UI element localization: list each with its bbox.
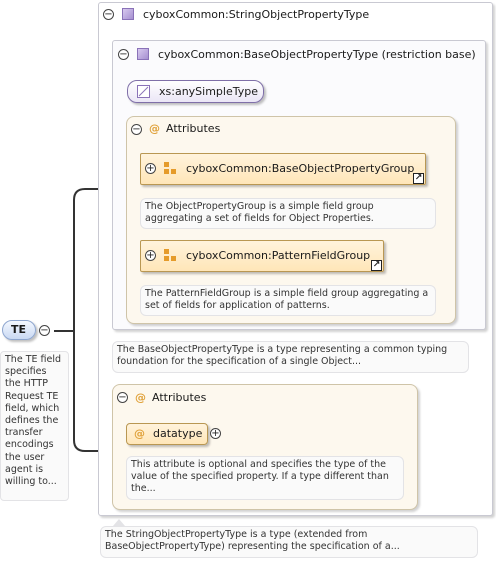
group-expand-toggle[interactable]: + — [145, 250, 156, 261]
link-icon[interactable]: ↗ — [413, 173, 424, 184]
attribute-group-note: The ObjectPropertyGroup is a simple fiel… — [140, 198, 436, 229]
datatype-note: This attribute is optional and specifies… — [126, 456, 404, 500]
note-pointer — [113, 519, 125, 526]
string-type-label: cyboxCommon:StringObjectPropertyType — [143, 8, 370, 21]
attribute-icon: @ — [134, 427, 145, 440]
connector-to-attributes — [73, 331, 112, 452]
base-type-label: cyboxCommon:BaseObjectPropertyType (rest… — [158, 48, 476, 61]
collapse-icon: − — [118, 392, 127, 403]
collapse-icon: − — [40, 325, 49, 336]
datatype-attribute-node[interactable]: @ datatype — [126, 423, 208, 445]
datatype-label: datatype — [153, 427, 203, 440]
complex-type-icon — [122, 8, 134, 20]
collapse-icon: − — [132, 124, 141, 135]
simple-type-icon — [137, 85, 150, 98]
inner-attributes-collapse-toggle[interactable]: − — [131, 124, 142, 135]
attribute-group-note: The PatternFieldGroup is a simple field … — [140, 285, 436, 316]
string-type-collapse-toggle[interactable]: − — [103, 9, 114, 20]
simple-type-node[interactable]: xs:anySimpleType — [127, 80, 264, 103]
attributes-icon: @ — [149, 122, 160, 135]
attribute-group-node[interactable] — [140, 153, 426, 185]
base-type-collapse-toggle[interactable]: − — [118, 49, 129, 60]
link-icon[interactable]: ↗ — [371, 260, 382, 271]
attribute-group-icon — [164, 249, 177, 262]
root-element-note: The TE field specifies the HTTP Request … — [0, 351, 69, 501]
root-collapse-toggle[interactable]: − — [39, 325, 50, 336]
simple-type-label: xs:anySimpleType — [159, 85, 258, 98]
connector-to-string-type — [54, 188, 112, 332]
collapse-icon: − — [104, 9, 113, 20]
expand-icon: + — [146, 250, 155, 261]
attribute-group-label: cyboxCommon:PatternFieldGroup — [186, 249, 371, 262]
inner-attributes-label: Attributes — [166, 122, 221, 135]
complex-type-icon — [137, 48, 149, 60]
attribute-group-node[interactable] — [140, 240, 384, 272]
root-element-node[interactable]: TE — [2, 320, 36, 340]
collapse-icon: − — [119, 49, 128, 60]
root-element-label: TE — [11, 323, 27, 336]
outer-attributes-collapse-toggle[interactable]: − — [117, 392, 128, 403]
group-expand-toggle[interactable]: + — [145, 163, 156, 174]
expand-icon: + — [211, 428, 220, 439]
base-type-note: The BaseObjectPropertyType is a type rep… — [112, 341, 469, 373]
outer-attributes-label: Attributes — [152, 391, 207, 404]
attributes-icon: @ — [135, 391, 146, 404]
expand-icon: + — [146, 163, 155, 174]
datatype-expand-toggle[interactable]: + — [210, 428, 221, 439]
attribute-group-icon — [164, 162, 177, 175]
string-type-note: The StringObjectPropertyType is a type (… — [100, 526, 478, 558]
attribute-group-label: cyboxCommon:BaseObjectPropertyGroup — [186, 162, 415, 175]
